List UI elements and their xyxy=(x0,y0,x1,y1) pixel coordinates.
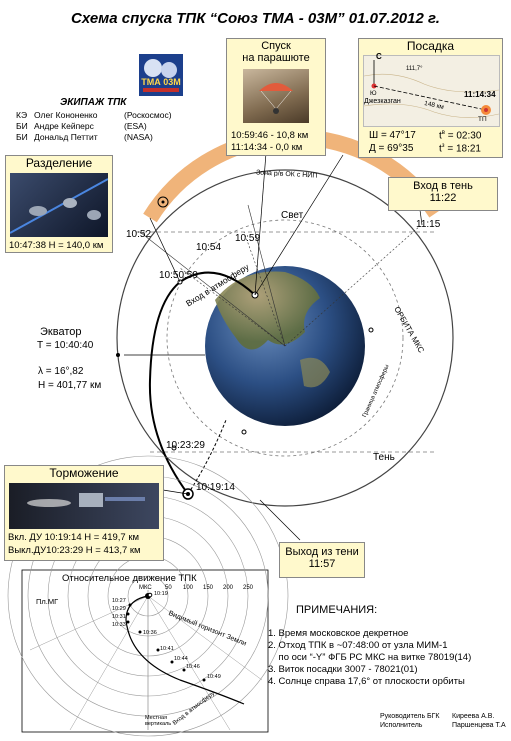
notes-list: 1. Время московское декретное 2. Отход Т… xyxy=(268,628,471,688)
landing-south: Ю xyxy=(370,90,377,97)
landing-lon: Д = 69°35 xyxy=(369,143,414,154)
time-1115: 11:15 xyxy=(416,219,441,230)
equator-title: Экватор xyxy=(40,326,82,338)
relative-plmg: Пл.МГ xyxy=(36,597,59,606)
equator-time: T = 10:40:40 xyxy=(37,340,94,351)
shadow-entry-callout: Вход в тень 11:22 xyxy=(388,177,498,211)
time-105059: 10:50:59 xyxy=(159,270,198,281)
landing-lat: Ш = 47°17 xyxy=(369,130,416,141)
relative-title: Относительное движение ТПК xyxy=(62,573,197,584)
relative-point: 10:41 xyxy=(160,646,174,652)
light-label: Свет xyxy=(281,210,304,221)
relative-tick: 50 xyxy=(165,585,172,591)
separation-heading: Разделение xyxy=(6,156,112,170)
time-1052: 10:52 xyxy=(126,229,152,240)
braking-heading: Торможение xyxy=(5,466,163,480)
parachute-callout: Спуск на парашюте 10:59:46 - 10,8 км 11:… xyxy=(226,38,326,156)
braking-photo xyxy=(9,483,159,529)
relative-point: 10:29 xyxy=(112,606,126,612)
separation-text: 10:47:38 H = 140,0 км xyxy=(9,240,104,251)
separation-callout: Разделение 10:47:38 H = 140,0 км xyxy=(5,155,113,253)
relative-point: 10:36 xyxy=(143,630,157,636)
relative-point: 10:19 xyxy=(154,591,168,597)
notes-heading: ПРИМЕЧАНИЯ: xyxy=(296,604,378,616)
relative-tick: 100 xyxy=(183,585,194,591)
shadow-entry-heading: Вход в тень xyxy=(413,180,473,192)
landing-tp: ТП xyxy=(478,116,487,123)
note-item: 1. Время московское декретное xyxy=(268,628,409,639)
mission-logo: ТМА 03М xyxy=(139,54,183,96)
landing-city: Джезказган xyxy=(364,98,401,105)
atmosphere-boundary xyxy=(166,219,404,457)
equator-height: H = 401,77 км xyxy=(38,380,102,391)
landing-sunset: tв = 02:30 xyxy=(439,130,482,142)
iss-orbit xyxy=(116,169,454,507)
page-title: Схема спуска ТПК “Союз ТМА - 03М” 01.07.… xyxy=(71,10,440,27)
shadow-entry-time: 11:22 xyxy=(429,192,457,204)
parachute-line2: 11:14:34 - 0,0 км xyxy=(231,142,303,153)
relative-vertical: Местная вертикаль xyxy=(145,715,172,727)
parachute-heading: Спуск на парашюте xyxy=(227,39,325,64)
landing-bearing: 111,7° xyxy=(406,66,423,72)
landing-map: С 111,7° Ю Джезказган 148 км 11:14:34 ТП xyxy=(363,52,500,127)
equator-lambda: λ = 16°,82 xyxy=(38,366,84,377)
crew-heading: ЭКИПАЖ ТПК xyxy=(60,97,127,108)
relative-tick: 200 xyxy=(223,585,234,591)
relative-point: 10:49 xyxy=(207,674,221,680)
time-1059: 10:59 xyxy=(235,233,261,244)
braking-callout: Торможение Вкл. ДУ 10:19:14 H = 419,7 км… xyxy=(4,465,164,561)
relative-mks: МКС xyxy=(139,585,152,591)
relative-point: 10:44 xyxy=(174,656,188,662)
parachute-photo xyxy=(243,69,309,123)
relative-point: 10:31 xyxy=(112,614,126,620)
braking-line1: Вкл. ДУ 10:19:14 H = 419,7 км xyxy=(8,532,140,543)
shadow-exit-heading: Выход из тени xyxy=(285,546,359,558)
landing-heading: Посадка xyxy=(359,39,502,53)
relative-point: 10:46 xyxy=(186,664,200,670)
relative-tick: 250 xyxy=(243,585,254,591)
note-item: 3. Виток посадки 3007 - 78021(01) xyxy=(268,664,418,675)
note-item: 4. Солнце справа 17,6° от плоскости орби… xyxy=(268,676,465,687)
relative-point: 10:27 xyxy=(112,598,126,604)
note-item: 2. Отход ТПК в ~07:48:00 от узла МИМ-1 xyxy=(268,640,448,651)
landing-north: С xyxy=(376,52,382,61)
landing-sunrise: tз = 18:21 xyxy=(439,143,481,155)
time-101914: 10:19:14 xyxy=(196,482,235,493)
svg-text:ТМА 03М: ТМА 03М xyxy=(141,77,181,87)
descent-trajectory xyxy=(148,271,256,495)
landing-time: 11:14:34 xyxy=(464,90,496,99)
braking-line2: Выкл.ДУ10:23:29 H = 413,7 км xyxy=(8,545,141,556)
shadow-exit-callout: Выход из тени 11:57 xyxy=(279,542,365,578)
shadow-label: Тень xyxy=(373,452,395,463)
parachute-line1: 10:59:46 - 10,8 км xyxy=(231,130,309,141)
landing-callout: Посадка С 111,7° Ю Джезказган 148 км 11:… xyxy=(358,38,503,158)
time-1054: 10:54 xyxy=(196,242,222,253)
note-item: по оси “-Y” ФГБ РС МКС на витке 78019(14… xyxy=(268,652,472,663)
time-102329: 10:23:29 xyxy=(166,440,205,451)
relative-point: 10:33 xyxy=(112,622,126,628)
relative-tick: 150 xyxy=(203,585,214,591)
shadow-exit-time: 11:57 xyxy=(308,558,336,570)
separation-photo xyxy=(9,173,109,237)
